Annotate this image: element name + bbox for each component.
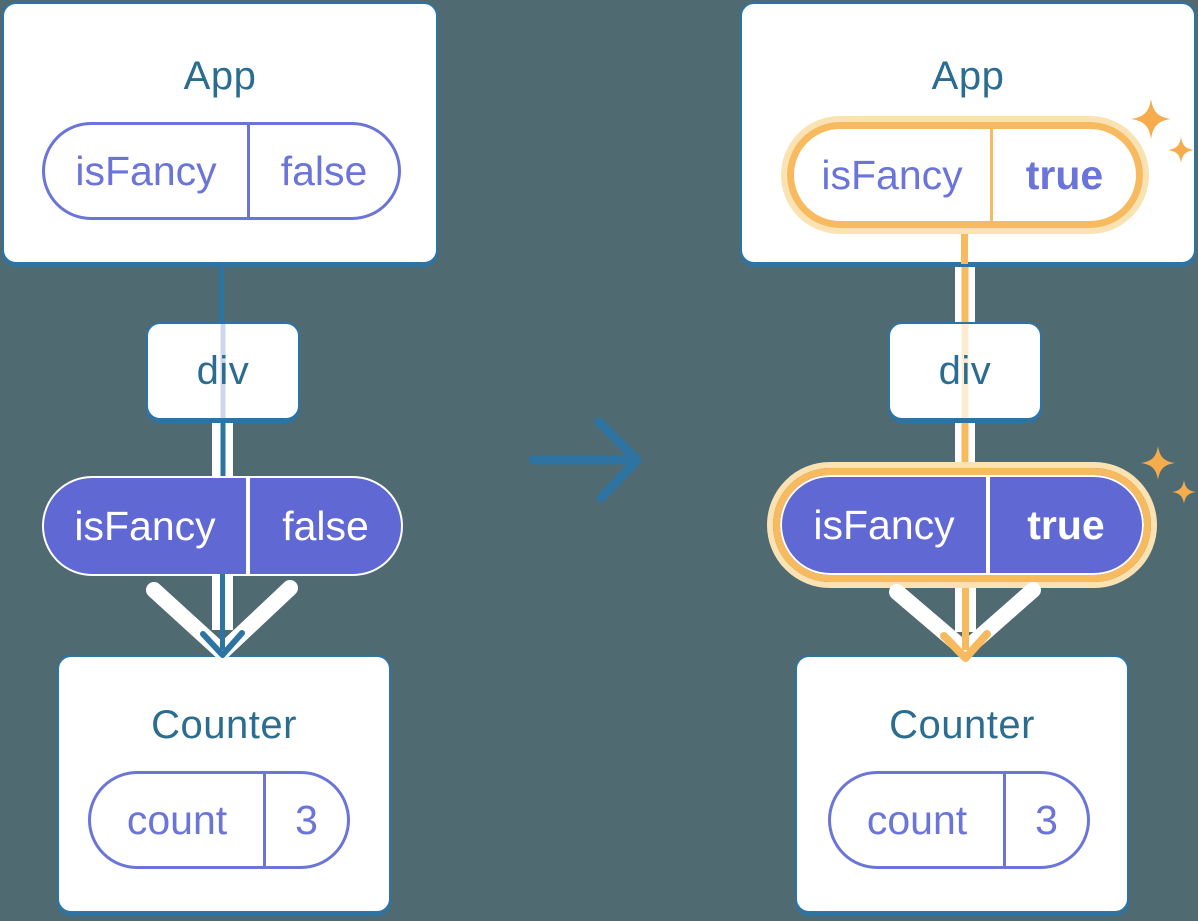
down-arrow-icon [146, 574, 298, 660]
prop-band-after [955, 262, 975, 324]
state-key: count [866, 796, 968, 843]
counter-title-after: Counter [889, 703, 1035, 747]
right-arrow-icon [528, 417, 642, 503]
counter-state-pill-before: count 3 [88, 771, 350, 869]
pill-divider [263, 774, 266, 866]
pass-through-line [961, 324, 969, 418]
pass-through-line [220, 324, 226, 418]
arrow-head [200, 630, 245, 658]
edge-app-div-before [219, 262, 224, 324]
sparkle-large [1141, 446, 1175, 480]
edge-app-div-after [961, 262, 969, 324]
prop-band-after [955, 416, 975, 466]
counter-state-pill-after: count 3 [828, 771, 1090, 869]
app-card-after: App isFancy true [740, 2, 1196, 264]
sparkles-icon [1141, 446, 1196, 504]
prop-value: false [282, 502, 369, 549]
pill-divider [246, 478, 250, 574]
div-title-after: div [938, 348, 992, 393]
sparkle-small [1168, 137, 1194, 163]
arrow-head [594, 417, 642, 503]
prop-band-before [212, 416, 233, 478]
prop-key: isFancy [813, 501, 955, 548]
counter-card-after: Counter count 3 [795, 655, 1129, 913]
app-card-before: App isFancy false [2, 2, 438, 264]
prop-key: isFancy [74, 502, 216, 549]
edge-stem-after [961, 232, 968, 264]
counter-title-before: Counter [151, 703, 297, 747]
sparkles-icon [1131, 99, 1194, 163]
pill-divider [990, 129, 993, 221]
state-value: false [280, 147, 368, 194]
pill-divider [247, 125, 250, 217]
highlight-ring: isFancy true [773, 468, 1151, 582]
highlight-ring: isFancy true [787, 122, 1143, 228]
down-arrow-icon [889, 582, 1041, 662]
prop-value: true [1027, 501, 1105, 548]
prop-pill-after: isFancy true [767, 462, 1157, 588]
counter-card-before: Counter count 3 [57, 655, 391, 913]
arrow-head [940, 630, 991, 662]
prop-pill-before: isFancy false [42, 476, 403, 576]
app-title-before: App [183, 54, 257, 98]
state-key: isFancy [821, 151, 963, 198]
state-value: true [1025, 151, 1104, 198]
edge-div-pill-before [220, 416, 225, 478]
app-state-pill-after: isFancy true [781, 116, 1149, 234]
state-key: count [126, 796, 228, 843]
pill-divider [1003, 774, 1006, 866]
edge-div-pill-after [961, 416, 969, 466]
state-key: isFancy [75, 147, 217, 194]
state-value: 3 [1035, 796, 1058, 843]
sparkle-small [1172, 480, 1196, 504]
app-title-after: App [931, 54, 1005, 98]
pill-divider [986, 477, 990, 573]
div-card-before: div [146, 322, 300, 420]
sparkle-large [1131, 99, 1171, 139]
div-card-after: div [888, 322, 1042, 420]
state-value: 3 [295, 796, 318, 843]
app-state-pill-before: isFancy false [42, 122, 401, 220]
pill-body: isFancy true [780, 475, 1144, 575]
div-title-before: div [196, 348, 250, 393]
